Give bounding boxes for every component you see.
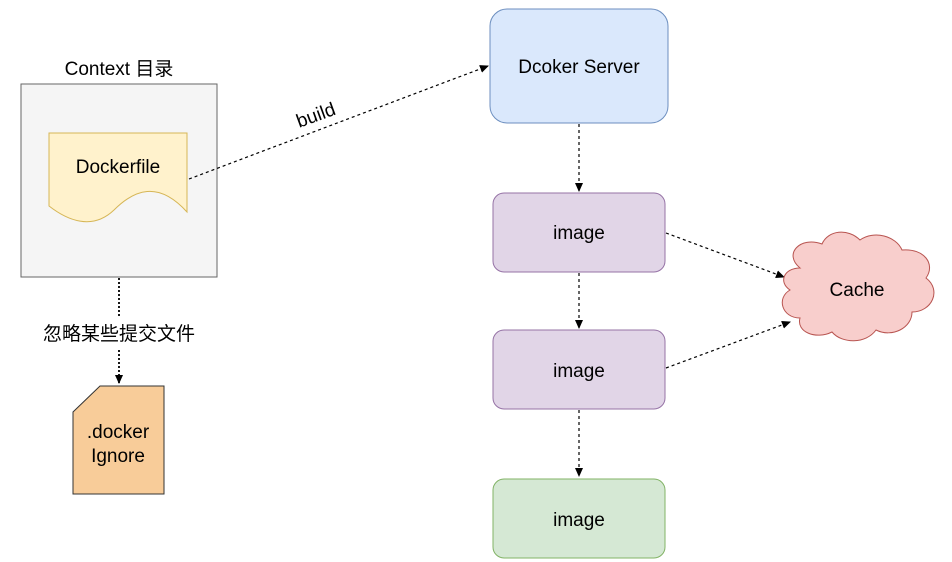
image-box-2 [492,329,666,410]
cache-cloud [781,231,935,342]
docker-server-label: Dcoker Server [518,57,640,78]
image-label-1: image [553,223,605,244]
ignore-label-bg [28,318,210,348]
image-box-1 [492,192,666,273]
image-box-3 [492,478,666,559]
build-edge-label: build [294,99,339,132]
image1-to-cache-edge [665,232,785,278]
dockerignore-file [72,385,165,495]
context-title: Context 目录 [65,59,174,80]
dockerignore-label-line1: .docker [87,422,150,443]
docker-server-box [489,8,669,124]
build-edge [188,65,489,180]
dockerfile-label: Dockerfile [76,157,160,178]
image-label-3: image [553,510,605,531]
dockerignore-label-line2: Ignore [91,446,145,467]
image2-to-cache-edge [665,321,791,369]
ignore-edge-label: 忽略某些提交文件 [43,323,195,345]
cache-label: Cache [830,280,885,301]
dockerfile-document [48,132,188,223]
image-label-2: image [553,361,605,382]
